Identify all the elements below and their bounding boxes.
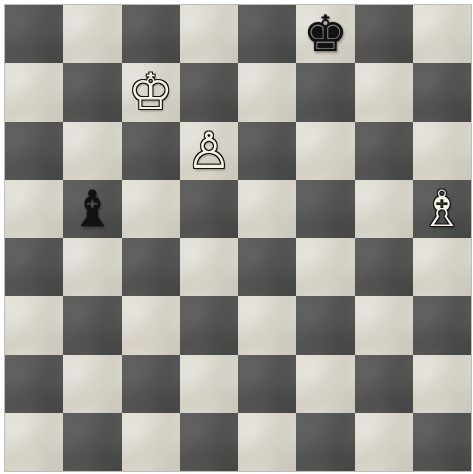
square-c8[interactable]	[122, 5, 180, 63]
square-f1[interactable]	[296, 413, 354, 471]
square-b7[interactable]	[63, 63, 121, 121]
white-bishop-icon[interactable]: ♗	[419, 184, 464, 234]
square-a2[interactable]	[5, 355, 63, 413]
square-a5[interactable]	[5, 180, 63, 238]
square-c6[interactable]	[122, 122, 180, 180]
square-e3[interactable]	[238, 296, 296, 354]
square-h5[interactable]: ♗	[413, 180, 471, 238]
square-a8[interactable]	[5, 5, 63, 63]
white-pawn-icon[interactable]: ♙	[186, 126, 231, 176]
square-f4[interactable]	[296, 238, 354, 296]
square-g1[interactable]	[355, 413, 413, 471]
square-f5[interactable]	[296, 180, 354, 238]
square-b3[interactable]	[63, 296, 121, 354]
square-g5[interactable]	[355, 180, 413, 238]
square-b4[interactable]	[63, 238, 121, 296]
square-h3[interactable]	[413, 296, 471, 354]
square-e7[interactable]	[238, 63, 296, 121]
square-h1[interactable]	[413, 413, 471, 471]
square-b1[interactable]	[63, 413, 121, 471]
square-f3[interactable]	[296, 296, 354, 354]
square-a7[interactable]	[5, 63, 63, 121]
square-g6[interactable]	[355, 122, 413, 180]
black-king-icon[interactable]: ♚	[303, 9, 348, 59]
square-d4[interactable]	[180, 238, 238, 296]
square-d1[interactable]	[180, 413, 238, 471]
square-e6[interactable]	[238, 122, 296, 180]
square-d8[interactable]	[180, 5, 238, 63]
square-c3[interactable]	[122, 296, 180, 354]
square-b5[interactable]: ♝	[63, 180, 121, 238]
square-g2[interactable]	[355, 355, 413, 413]
black-bishop-icon[interactable]: ♝	[70, 184, 115, 234]
chess-board: ♚ ♔ ♙ ♝ ♗	[5, 5, 471, 471]
square-c1[interactable]	[122, 413, 180, 471]
square-h2[interactable]	[413, 355, 471, 413]
square-e2[interactable]	[238, 355, 296, 413]
square-a1[interactable]	[5, 413, 63, 471]
square-g7[interactable]	[355, 63, 413, 121]
square-h7[interactable]	[413, 63, 471, 121]
square-a4[interactable]	[5, 238, 63, 296]
square-f6[interactable]	[296, 122, 354, 180]
square-d3[interactable]	[180, 296, 238, 354]
square-b6[interactable]	[63, 122, 121, 180]
square-d7[interactable]	[180, 63, 238, 121]
white-king-icon[interactable]: ♔	[128, 67, 173, 117]
square-h4[interactable]	[413, 238, 471, 296]
square-h8[interactable]	[413, 5, 471, 63]
square-c5[interactable]	[122, 180, 180, 238]
square-a3[interactable]	[5, 296, 63, 354]
square-d5[interactable]	[180, 180, 238, 238]
square-g4[interactable]	[355, 238, 413, 296]
square-e5[interactable]	[238, 180, 296, 238]
square-e1[interactable]	[238, 413, 296, 471]
square-e4[interactable]	[238, 238, 296, 296]
square-d6[interactable]: ♙	[180, 122, 238, 180]
square-d2[interactable]	[180, 355, 238, 413]
square-h6[interactable]	[413, 122, 471, 180]
square-g3[interactable]	[355, 296, 413, 354]
square-a6[interactable]	[5, 122, 63, 180]
square-f7[interactable]	[296, 63, 354, 121]
square-e8[interactable]	[238, 5, 296, 63]
square-c4[interactable]	[122, 238, 180, 296]
square-c7[interactable]: ♔	[122, 63, 180, 121]
square-f2[interactable]	[296, 355, 354, 413]
square-b2[interactable]	[63, 355, 121, 413]
square-f8[interactable]: ♚	[296, 5, 354, 63]
square-g8[interactable]	[355, 5, 413, 63]
square-c2[interactable]	[122, 355, 180, 413]
square-b8[interactable]	[63, 5, 121, 63]
